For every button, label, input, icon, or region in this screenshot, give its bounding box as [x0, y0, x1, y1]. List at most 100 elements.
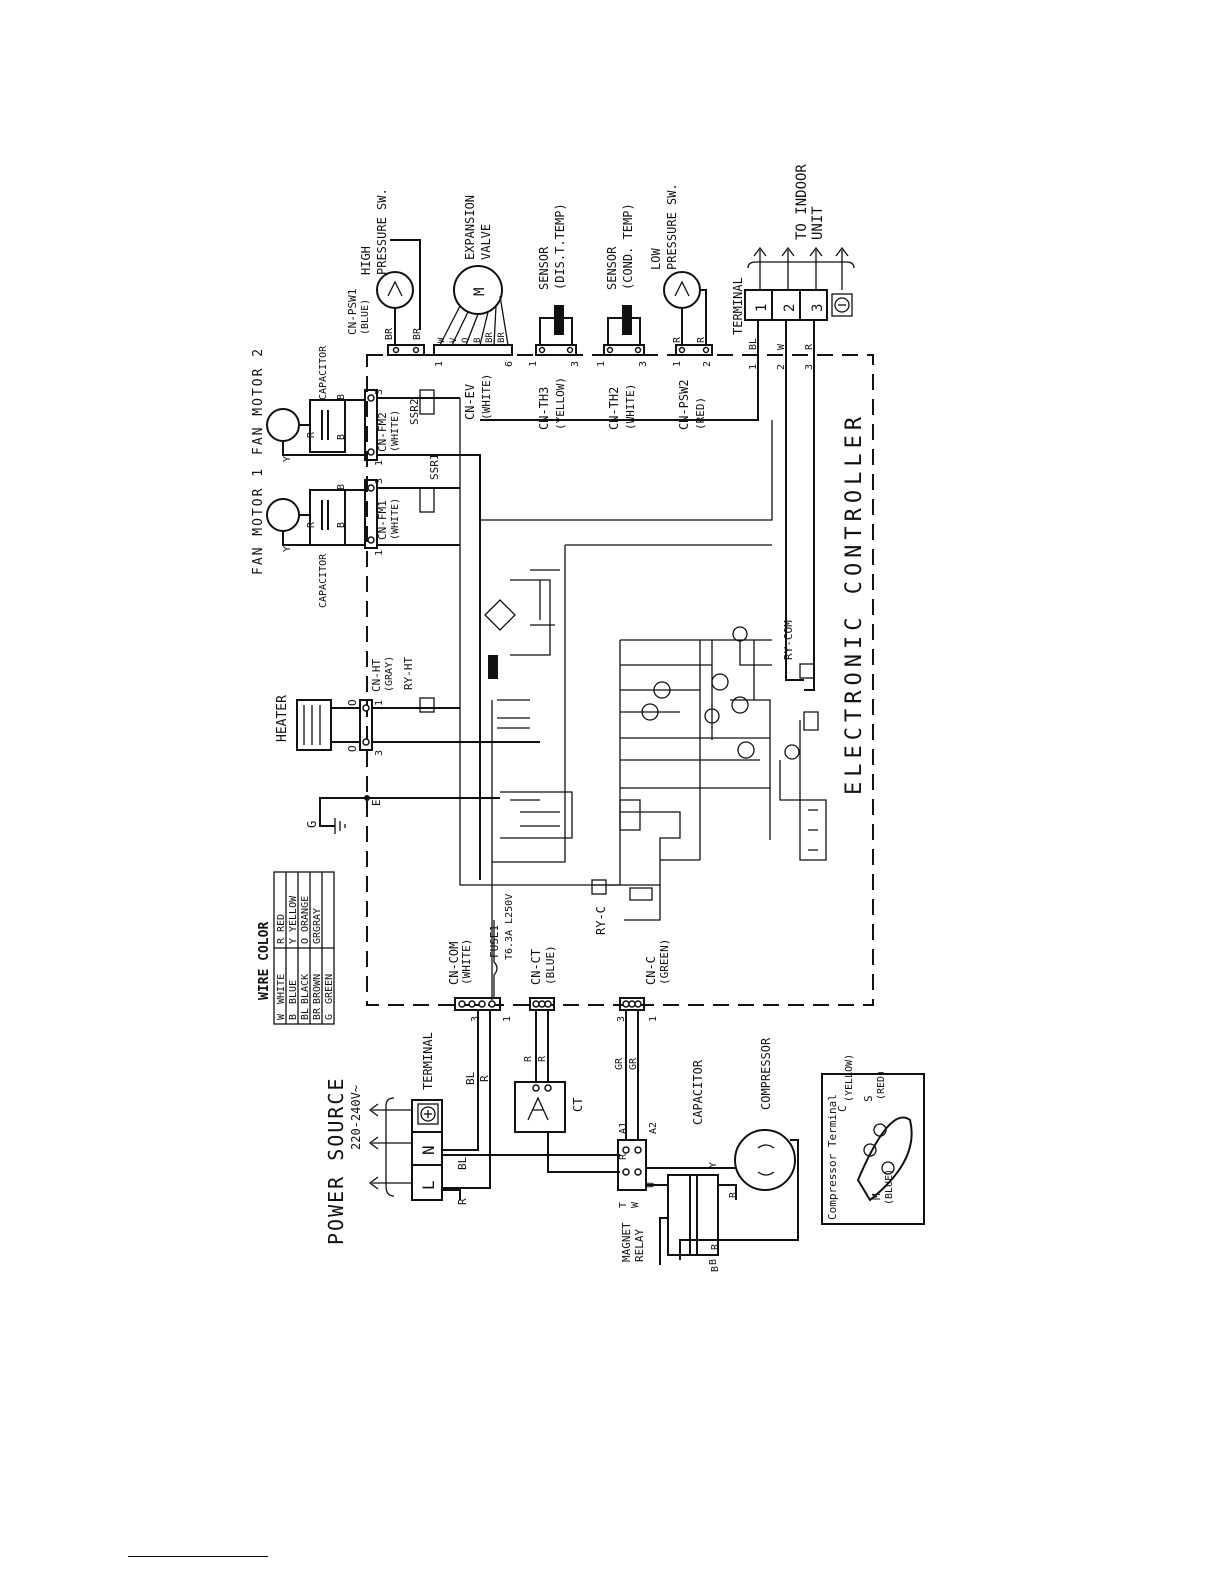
controller-internal-wiring: RY-COM: [459, 398, 827, 1000]
cn-fm2-label: CN-FM2: [376, 412, 389, 452]
power-source-title: POWER SOURCE: [324, 1077, 348, 1246]
to-indoor-label-1: TO INDOOR: [794, 164, 810, 240]
ground-label: G: [305, 821, 319, 828]
fm2-wire-b1: B: [336, 434, 347, 440]
power-arrows: [368, 1097, 412, 1197]
wc-row-5-b: GREEN: [324, 974, 335, 1004]
controller-title: ELECTRONIC CONTROLLER: [842, 412, 867, 795]
cn-c-connector: CN-C (GREEN) 3 1 RY-C GR GR: [591, 879, 671, 1140]
cn-th3-color: (YELLOW): [554, 377, 567, 430]
cn-th3-label: CN-TH3: [537, 387, 551, 430]
wire-bl-power: [442, 1010, 479, 1151]
ssr2-label: SSR2: [408, 399, 421, 426]
compressor-wire-b: B: [708, 1259, 719, 1265]
indoor-pin-2: 2: [776, 364, 787, 370]
wire-r-power: [442, 1010, 491, 1189]
heater-wire-right: O: [346, 699, 359, 706]
ct-block: [514, 1081, 566, 1133]
comp-wire-r: R: [728, 1191, 739, 1198]
cn-c-label: CN-C: [644, 956, 658, 985]
cn-th2-pin-a: 1: [596, 361, 607, 367]
power-terminal-N: N: [419, 1145, 438, 1155]
fuse-rating: T6.3A L250V: [504, 894, 515, 960]
footnote-rule: [128, 1556, 268, 1557]
indoor-wire-bl: BL: [748, 338, 759, 350]
ground-circuit: G E: [305, 795, 500, 834]
cn-fm1-pin-b: 3: [374, 478, 385, 484]
cn-ht-color: (GRAY): [384, 656, 395, 692]
sensor-dis-label-1: SENSOR: [537, 246, 551, 290]
indoor-terminal: TERMINAL TO INDOOR UNIT 1 2 3 BL W R 1 2…: [480, 164, 855, 691]
fan-motor-1-capacitor: CAPACITOR: [318, 553, 329, 608]
ev-label-1: EXPANSION: [463, 195, 477, 260]
high-pressure-switch-icon: [376, 271, 414, 309]
ct-s-color: (RED): [876, 1070, 887, 1100]
cn-com-label: CN-COM: [447, 942, 461, 985]
heater-icon: [296, 699, 332, 751]
wc-row-3-a: BL: [300, 1008, 311, 1020]
compressor-label: COMPRESSOR: [759, 1037, 773, 1110]
low-pressure-switch-icon: [663, 271, 701, 309]
fan-motor-1-label: FAN MOTOR 1: [251, 467, 266, 575]
wc-row-4-a: BR: [312, 1007, 323, 1020]
cn-fm2-pin-a: 1: [374, 460, 385, 466]
magnet-relay-label-2: RELAY: [633, 1229, 646, 1262]
wc-row-4-b: BROWN: [312, 974, 323, 1004]
cn-ct-wire-r2: R: [537, 1055, 548, 1062]
ssr1-label: SSR1: [428, 454, 441, 481]
ground-icon: [334, 818, 346, 834]
ct-s: S: [862, 1095, 875, 1102]
fan-motor-2-icon: [266, 408, 300, 442]
ev-wire-w: W: [437, 337, 447, 343]
compressor-circuit: CAPACITOR Y R B R COMPRESSOR B: [646, 1037, 799, 1272]
cn-c-wire-gr1: GR: [614, 1057, 625, 1070]
sensor-dis-temp: SENSOR (DIS.T.TEMP) CN-TH3 (YELLOW) 1 3: [528, 203, 581, 430]
ev-wire-o: O: [461, 338, 471, 343]
wc-row-1-b: WHITE: [276, 974, 287, 1004]
wire-label-bl-1: BL: [464, 1071, 477, 1085]
wc-row-1-d: RED: [276, 914, 287, 932]
sensor-cond-label-1: SENSOR: [605, 246, 619, 290]
cn-psw1-color: (BLUE): [360, 299, 371, 335]
power-source-voltage: 220-240V~: [349, 1085, 363, 1150]
fm1-wire-r: R: [306, 521, 317, 528]
indoor-ground-icon: [831, 293, 853, 317]
indoor-wire-w: W: [776, 343, 787, 350]
cn-th3-pin-a: 1: [528, 361, 539, 367]
hps-label-2: PRESSURE SW.: [375, 188, 389, 275]
wire-color-title: WIRE COLOR: [257, 922, 272, 1000]
cn-fm1-pin-a: 1: [374, 550, 385, 556]
compressor-terminal-inset: Compressor Terminal C (YELLOW) S (RED) M…: [821, 1054, 925, 1225]
cn-ev-color: (WHITE): [480, 374, 493, 420]
wc-row-3-d: ORANGE: [300, 896, 311, 932]
power-terminal-L: L: [419, 1180, 438, 1190]
fm1-wire-b1: B: [336, 522, 347, 528]
sensor-dis-label-2: (DIS.T.TEMP): [553, 203, 567, 290]
cn-ev-label: CN-EV: [463, 384, 477, 420]
thermistor-dis-icon: [554, 305, 564, 335]
wire-r-stub: [442, 1189, 461, 1200]
photocoupler-icon: [732, 626, 748, 642]
compressor-capacitor-label: CAPACITOR: [691, 1059, 705, 1125]
wc-row-4-c: GR: [312, 931, 323, 944]
transistor-2-icon: [641, 703, 659, 721]
cn-fm1-label: CN-FM1: [376, 500, 389, 540]
ev-wire-b: B: [473, 338, 483, 343]
hps-wire-br-1: BR: [384, 327, 395, 340]
lps-label-2: PRESSURE SW.: [665, 183, 679, 270]
indoor-pin-3: 3: [804, 364, 815, 370]
wire-color-table: WIRE COLOR W WHITE R RED B BLUE Y YELLOW…: [257, 871, 335, 1025]
cn-c-color: (GREEN): [658, 939, 671, 985]
cn-com-color: (WHITE): [460, 939, 473, 985]
thermistor-cond-icon: [622, 305, 632, 335]
ry-c-label: RY-C: [594, 906, 608, 935]
indoor-terminal-2: 2: [782, 304, 798, 312]
ct-label: CT: [571, 1098, 585, 1112]
cn-com-pin-a: 3: [470, 1016, 481, 1022]
fm1-wire-y: Y: [282, 546, 293, 552]
cap-wire-b: B: [710, 1266, 721, 1272]
transformer-fuse-icon: [488, 655, 498, 679]
cn-th2-label: CN-TH2: [607, 387, 621, 430]
heater-pin-right: 1: [374, 700, 385, 706]
